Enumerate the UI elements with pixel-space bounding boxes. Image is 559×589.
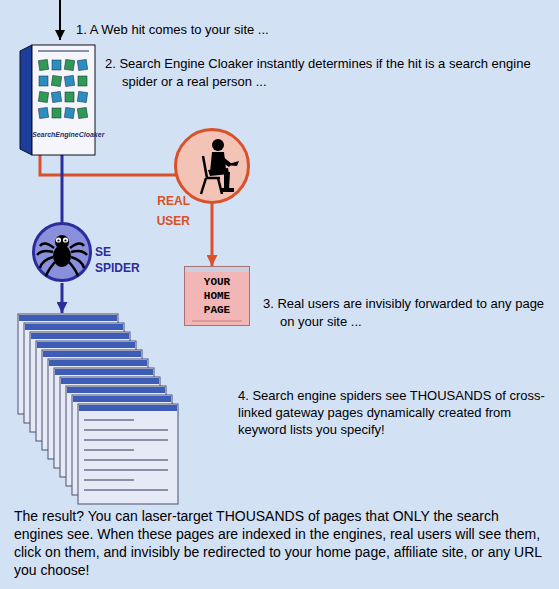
page-title-bar	[61, 378, 159, 384]
page-title-bar	[79, 405, 177, 411]
page-title-bar	[73, 396, 171, 402]
box-art-square	[38, 107, 48, 118]
user-redirect-arrow	[211, 203, 214, 266]
page-title-bar	[25, 324, 123, 330]
page-text-line	[84, 489, 168, 491]
spider-leg	[69, 262, 78, 276]
page-text-line	[84, 459, 168, 461]
spider-leg	[70, 243, 84, 248]
step-text: 1. A Web hit comes to your site ...	[76, 21, 376, 38]
spider-head	[55, 235, 69, 249]
person-head	[212, 139, 224, 151]
circle-outline	[34, 224, 91, 281]
software-box: SearchEngineCloaker	[20, 45, 95, 155]
text-holder: 1. A Web hit comes to your site ...	[76, 21, 376, 38]
box-art-square	[64, 59, 74, 70]
home-page: YOUR HOME PAGE	[184, 266, 250, 326]
box-front	[32, 45, 95, 155]
node-label: SE SPIDER	[95, 244, 145, 276]
text-holder: 3. Real users are invisibly forwarded to…	[263, 295, 547, 331]
spider-leg	[46, 262, 55, 276]
page-text-line	[84, 449, 134, 451]
cloaker-to-spider-line	[61, 155, 64, 223]
gateway-page	[78, 404, 178, 504]
spider-to-pages-arrow	[61, 283, 64, 313]
spider-leg	[37, 251, 53, 255]
step-text: 2. Search Engine Cloaker instantly deter…	[105, 55, 533, 91]
box-art-square	[65, 92, 74, 102]
box-art-square	[51, 75, 61, 86]
circle-outline	[176, 130, 249, 203]
page-title-bar	[37, 342, 135, 348]
chair	[201, 156, 222, 194]
box-header-line	[38, 50, 89, 52]
cloaker-to-user-line	[40, 155, 177, 175]
page-text-line	[84, 439, 168, 441]
spider-leg	[40, 243, 54, 248]
text-holder: 2. Search Engine Cloaker instantly deter…	[105, 55, 533, 91]
page-title-bar	[49, 360, 147, 366]
step-text: 3. Real users are invisibly forwarded to…	[263, 295, 547, 331]
node-label: SearchEngineCloaker	[32, 131, 95, 139]
box-art-square	[52, 60, 61, 70]
spider-eye	[56, 237, 61, 242]
box-art-square	[77, 107, 87, 118]
box-art-square	[78, 76, 87, 86]
box-art-square	[64, 107, 74, 118]
box-art-square	[77, 59, 87, 70]
box-art-square	[39, 76, 48, 86]
spider-circle: SE SPIDER	[32, 222, 92, 282]
real-user-circle-outline	[174, 128, 250, 204]
page-text-line	[84, 429, 168, 431]
person-body	[224, 172, 230, 190]
page-title-bar	[43, 351, 141, 357]
page-text-line	[192, 320, 242, 322]
page-title-bar	[67, 387, 165, 393]
spider-pupil	[64, 239, 66, 241]
page-sheet	[78, 404, 178, 504]
text-holder: The result? You can laser-target THOUSAN…	[14, 507, 545, 579]
box-art-square	[52, 108, 61, 118]
box-art-square	[51, 91, 61, 102]
page-title-bar	[31, 333, 129, 339]
page-title-bar	[19, 315, 117, 321]
gateway-page-stack	[18, 314, 178, 504]
page-title-bar	[55, 369, 153, 375]
box-art-square	[38, 59, 48, 70]
node-label: REAL USER	[142, 191, 190, 231]
node-label: YOUR HOME PAGE	[197, 275, 237, 317]
box-art-square	[77, 91, 87, 102]
spider-eye	[63, 237, 68, 242]
person-body	[221, 188, 234, 192]
box-art-square	[38, 91, 48, 102]
incoming-hit-arrow	[59, 0, 61, 40]
result-note: The result? You can laser-target THOUSAN…	[14, 507, 545, 579]
page-sheet	[185, 267, 250, 326]
page-text-line	[84, 479, 134, 481]
page-text-line	[84, 469, 168, 471]
step-text: 4. Search engine spiders see THOUSANDS o…	[238, 387, 550, 438]
real-user-circle: REAL USER	[174, 128, 250, 204]
box-art-square	[64, 75, 74, 86]
page-text-line	[84, 419, 134, 421]
spider-pupil	[57, 239, 59, 241]
person-body	[225, 161, 239, 166]
text-holder: 4. Search engine spiders see THOUSANDS o…	[238, 387, 550, 438]
software-box-outline	[20, 45, 95, 155]
spider-circle-outline	[32, 222, 92, 282]
box-spine	[20, 45, 32, 155]
page-title-bar	[185, 267, 249, 272]
spider-leg	[71, 251, 87, 255]
